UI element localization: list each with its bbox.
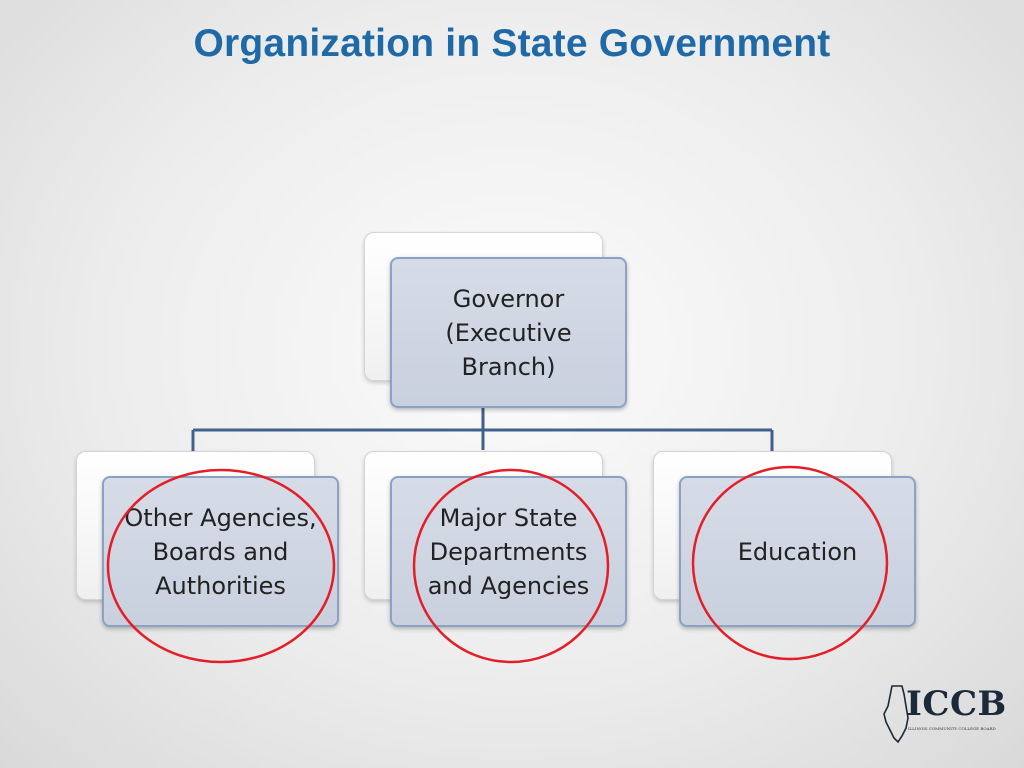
child-node-1-label: Other Agencies, Boards and Authorities [124, 503, 317, 600]
illinois-state-outline-icon [883, 685, 909, 744]
logo-subtext: ILLINOIS COMMUNITY COLLEGE BOARD [908, 726, 996, 731]
child-node-2-label: Major State Departments and Agencies [427, 503, 590, 600]
child-node-3-label: Education [737, 537, 858, 566]
iccb-logo: ICCB ILLINOIS COMMUNITY COLLEGE BOARD [882, 684, 1008, 744]
child-node-major-departments: Major State Departments and Agencies [390, 476, 627, 627]
logo-wordmark: ICCB [906, 684, 1007, 724]
highlight-circle-major-departments [412, 468, 610, 664]
highlight-circle-other-agencies [106, 468, 336, 664]
child-node-education: Education [679, 476, 916, 627]
root-node-governor: Governor (Executive Branch) [390, 257, 627, 408]
highlight-circle-education [691, 465, 889, 661]
root-node-label: Governor (Executive Branch) [445, 284, 572, 381]
slide-title: Organization in State Government [193, 22, 831, 65]
child-node-other-agencies: Other Agencies, Boards and Authorities [102, 476, 339, 627]
